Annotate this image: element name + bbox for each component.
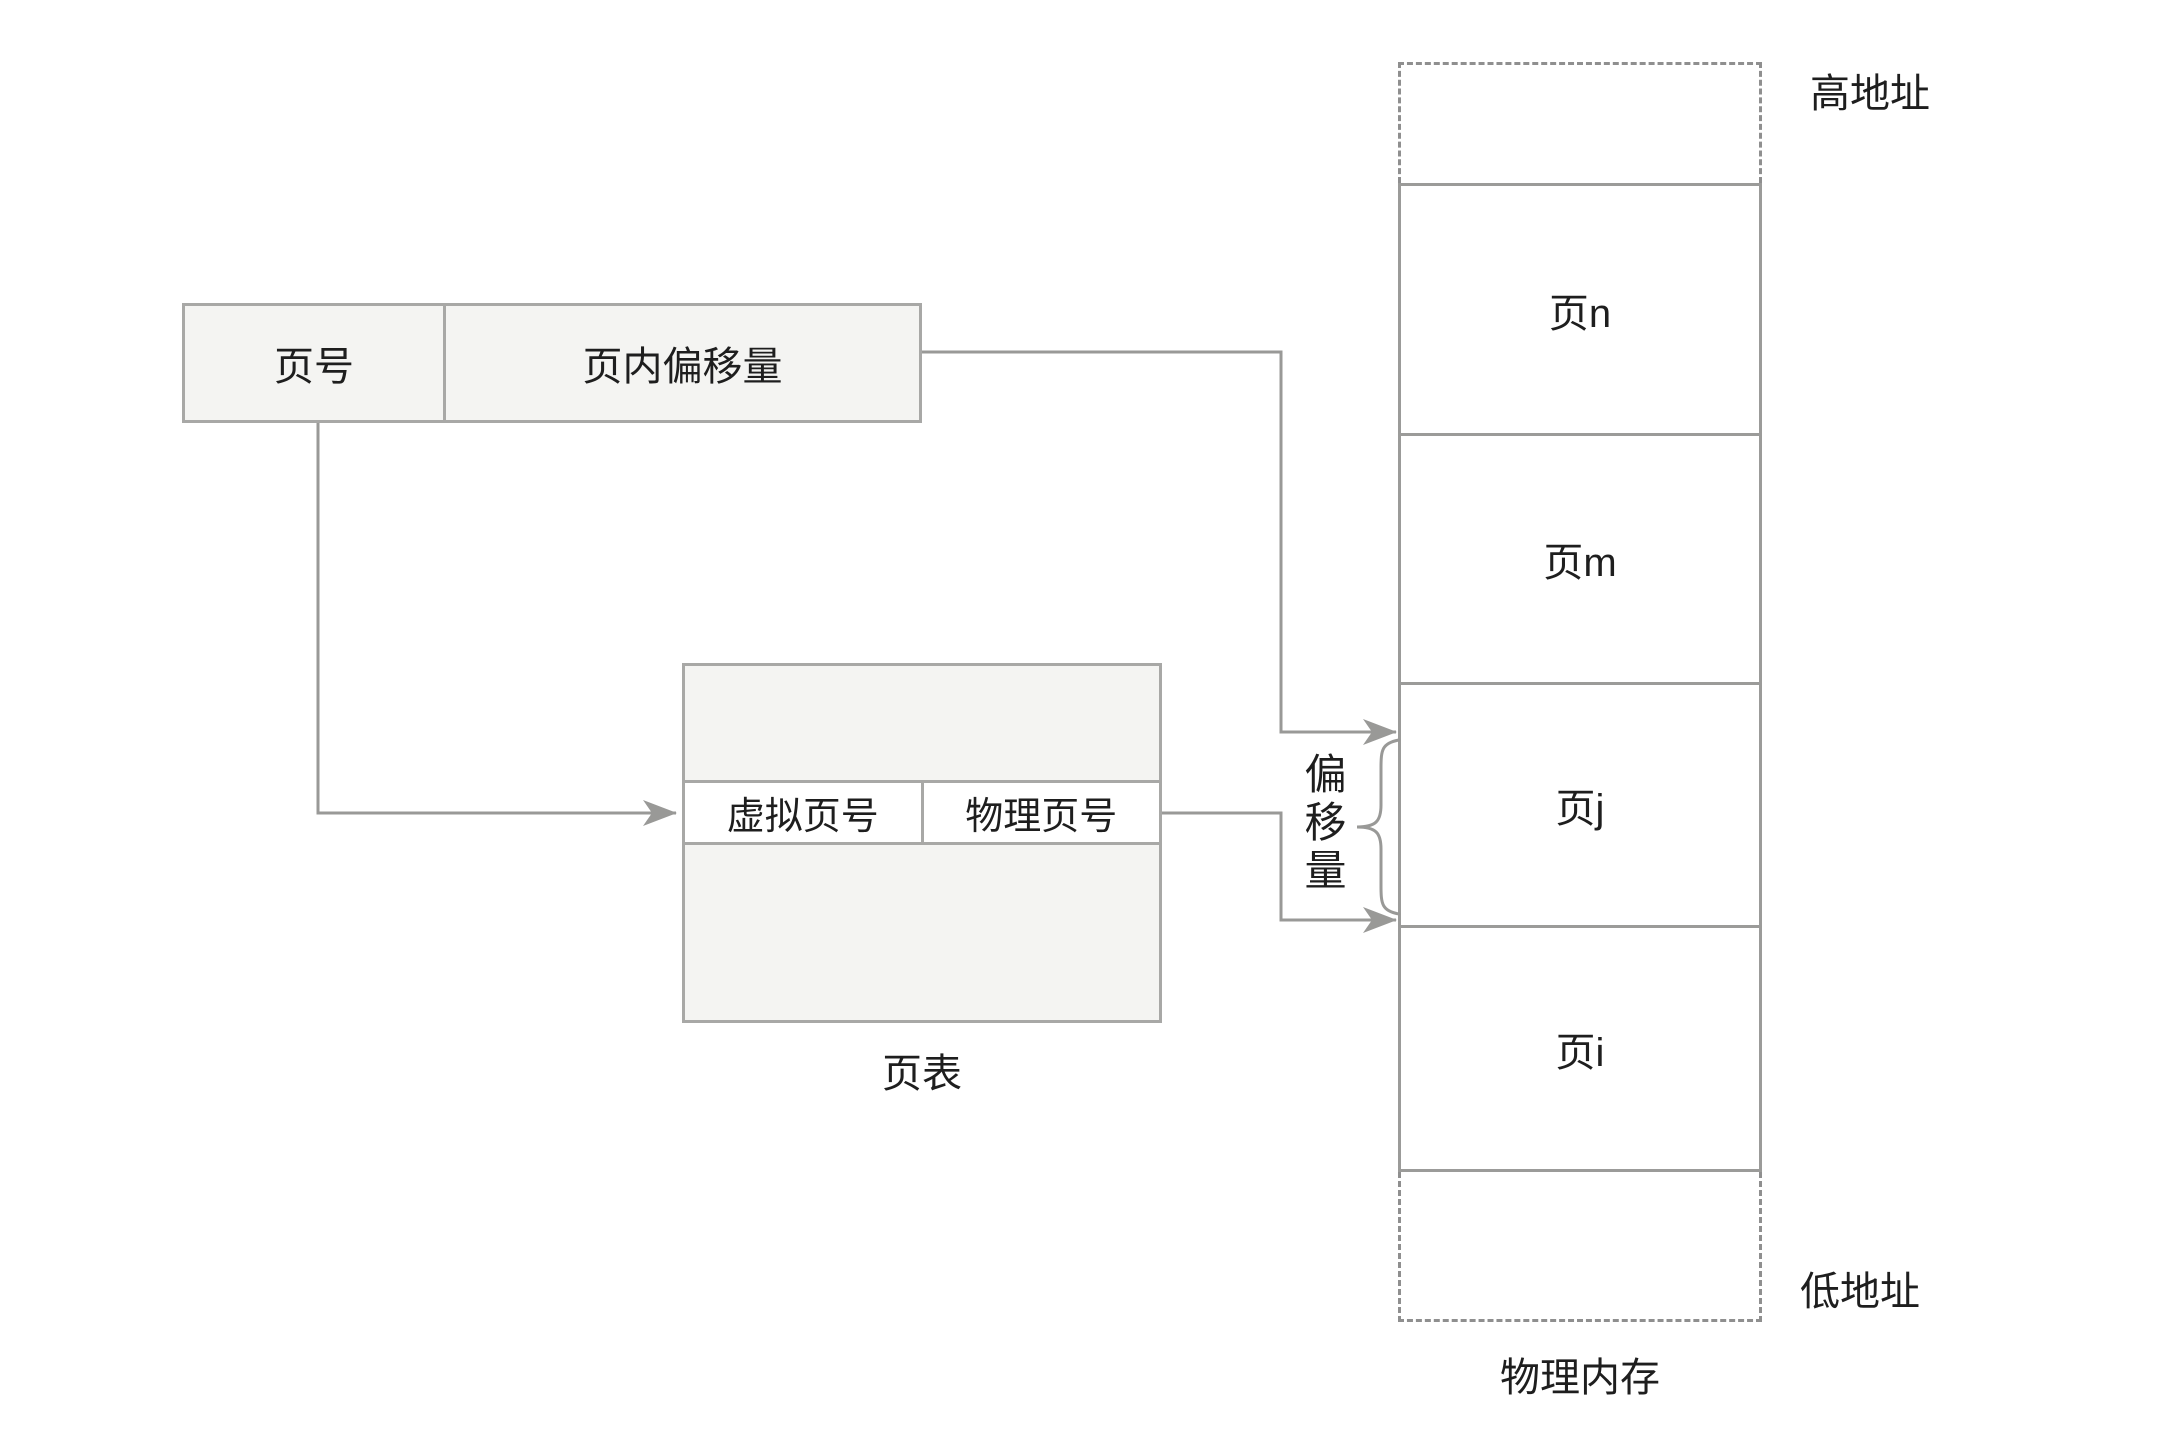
offset-brace <box>1356 738 1401 916</box>
memory-page-n: 页n <box>1401 186 1759 433</box>
physical-memory-caption: 物理内存 <box>1500 1356 1660 1400</box>
memory-page-j-label: 页j <box>1555 787 1605 831</box>
memory-page-n-label: 页n <box>1548 291 1612 336</box>
virtual-page-cell: 虚拟页号 <box>685 783 924 842</box>
memory-column: 页n 页m 页j 页i <box>1398 183 1762 1172</box>
low-address-label: 低地址 <box>1800 1270 1920 1314</box>
memory-page-m-label: 页m <box>1543 541 1617 585</box>
memory-dashed-top <box>1398 62 1762 183</box>
page-table-to-memory-arrow <box>1162 811 1397 933</box>
offset-label: 偏移量 <box>1299 752 1346 896</box>
page-offset-label: 页内偏移量 <box>582 345 783 389</box>
page-offset-cell: 页内偏移量 <box>446 306 919 420</box>
page-number-cell: 页号 <box>185 306 446 420</box>
page-table-caption: 页表 <box>882 1052 962 1096</box>
memory-dashed-bottom <box>1398 1172 1762 1322</box>
page-table-entry-row: 虚拟页号 物理页号 <box>682 780 1162 845</box>
physical-page-cell: 物理页号 <box>924 783 1160 842</box>
memory-page-i: 页i <box>1401 925 1759 1169</box>
memory-page-m: 页m <box>1401 433 1759 682</box>
page-table-box: 虚拟页号 物理页号 <box>682 663 1162 1023</box>
page-number-to-page-table-arrow <box>316 423 677 826</box>
page-number-label: 页号 <box>274 345 354 389</box>
virtual-address-box: 页号 页内偏移量 <box>182 303 922 423</box>
memory-page-j: 页j <box>1401 682 1759 925</box>
physical-page-label: 物理页号 <box>965 796 1118 838</box>
high-address-label: 高地址 <box>1810 72 1930 116</box>
virtual-page-label: 虚拟页号 <box>726 796 879 838</box>
memory-page-i-label: 页i <box>1555 1030 1605 1075</box>
